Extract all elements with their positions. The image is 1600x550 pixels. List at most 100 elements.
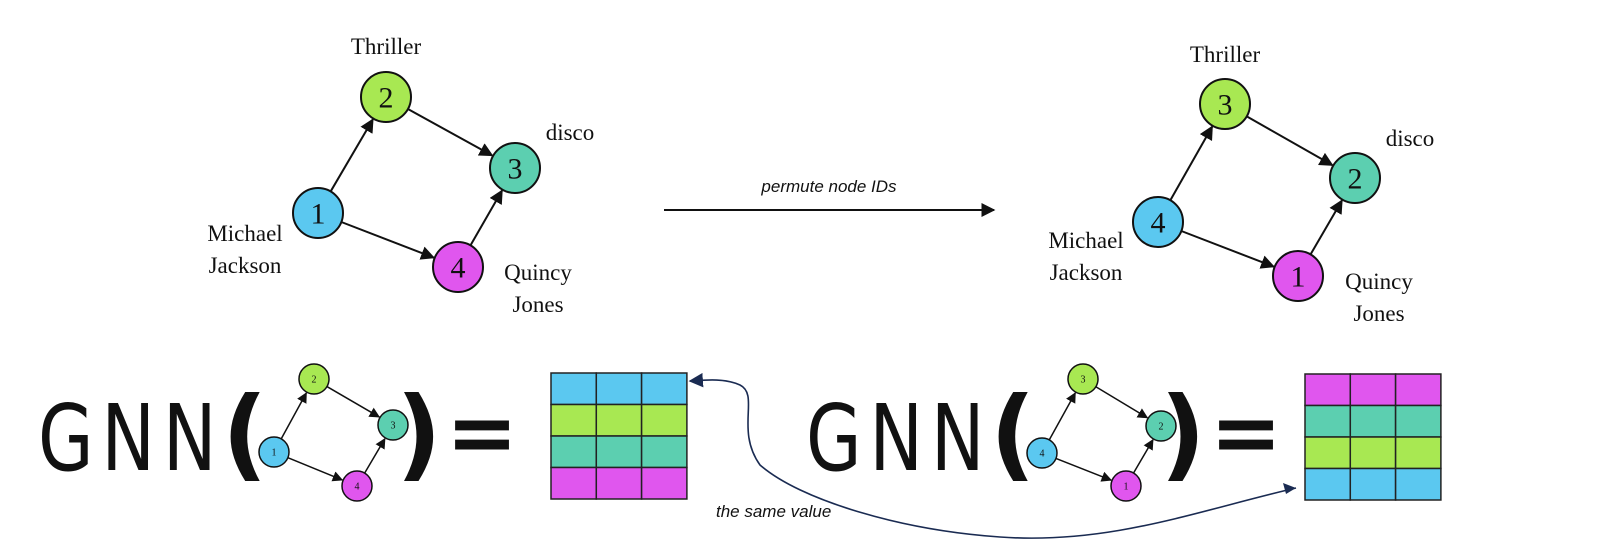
orig-edge-4-to-3 (469, 189, 503, 246)
mini-left-node-producer: 4 (341, 470, 373, 502)
permute-arrow-label: permute node IDs (760, 177, 897, 196)
mini-right-node-id: 4 (1040, 449, 1045, 460)
mini-left-edge-2-to-3 (326, 385, 381, 418)
left-matrix-cell-producer (550, 466, 598, 500)
mini-left-edge-1-to-2 (280, 392, 307, 440)
orig-node-circle (489, 142, 541, 194)
mini-right-node-circle (1145, 410, 1177, 442)
orig-edge-2-to-3 (407, 108, 494, 157)
right-matrix-cell-album (1304, 436, 1352, 470)
mini-left-node-id: 2 (312, 375, 317, 386)
perm-node-id: 3 (1218, 89, 1233, 122)
perm-edge-4-to-3 (1169, 125, 1214, 201)
right-open-paren: ( (990, 375, 1036, 492)
orig-edge-1-to-2 (329, 118, 374, 192)
mini-left-node-album: 2 (298, 363, 330, 395)
mini-right-edge-4-to-3 (1048, 392, 1076, 441)
perm-node-circle (1132, 196, 1184, 248)
mini-right-node-id: 2 (1159, 422, 1164, 433)
right-matrix-cell-genre (1349, 404, 1397, 438)
orig-node-id: 3 (508, 153, 523, 186)
left-output-matrix (550, 372, 688, 500)
left-gnn-label: GNN (38, 385, 224, 492)
right-close-paren: ) (1160, 375, 1206, 492)
permute-arrow: permute node IDs (664, 177, 996, 217)
mini-right-node-id: 1 (1124, 482, 1129, 493)
mini-right-edge-4-to-1 (1055, 457, 1113, 482)
mini-left-edge-4-to-3 (363, 437, 386, 474)
orig-node-label: Thriller (351, 34, 422, 59)
left-matrix-cell-genre (640, 435, 688, 469)
perm-node-circle (1329, 152, 1381, 204)
mini-right-node-artist: 4 (1026, 437, 1058, 469)
perm-node-id: 2 (1348, 163, 1363, 196)
mini-left-node-id: 4 (355, 482, 360, 493)
perm-edge-3-to-2 (1246, 115, 1334, 167)
orig-node-circle (360, 71, 412, 123)
perm-node-id: 4 (1151, 207, 1166, 240)
mini-right-node-id: 3 (1081, 375, 1086, 386)
mini-right-node-album: 3 (1067, 363, 1099, 395)
same-value-curve-arrow (688, 372, 1297, 539)
perm-edge-1-to-2 (1309, 199, 1343, 255)
mini-right-node-circle (1026, 437, 1058, 469)
same-value-annotation: the same value (688, 372, 1297, 539)
right-matrix-cell-artist (1304, 467, 1352, 501)
same-value-label: the same value (716, 502, 831, 521)
mini-right-edge-1-to-2 (1132, 438, 1154, 474)
mini-left-edge-1-to-4 (287, 456, 344, 482)
left-equation: GNN ( 1 2 3 4 ) = (38, 363, 688, 502)
left-matrix-cell-artist (595, 372, 643, 406)
left-equals: = (446, 383, 518, 483)
perm-node-circle (1272, 250, 1324, 302)
right-matrix-cell-genre (1394, 404, 1442, 438)
left-matrix-cell-album (640, 403, 688, 437)
left-matrix-cell-artist (550, 372, 598, 406)
orig-edge-1-to-4 (340, 221, 436, 260)
mini-left-node-id: 1 (272, 448, 277, 459)
right-matrix-cell-artist (1394, 467, 1442, 501)
right-equals: = (1210, 383, 1282, 483)
left-close-paren: ) (396, 375, 442, 492)
perm-node-id: 1 (1291, 261, 1306, 294)
mini-left-node-genre: 3 (377, 409, 409, 441)
perm-node-label: Thriller (1190, 42, 1261, 67)
orig-node-id: 1 (311, 198, 326, 231)
left-matrix-cell-artist (640, 372, 688, 406)
mini-left-node-circle (341, 470, 373, 502)
same-value-curve-arrowhead-right (1283, 483, 1296, 494)
mini-left-node-id: 3 (391, 421, 396, 432)
right-matrix-cell-producer (1394, 373, 1442, 407)
mini-right-node-circle (1110, 470, 1142, 502)
left-open-paren: ( (222, 375, 268, 492)
left-matrix-cell-genre (550, 435, 598, 469)
mini-right-edge-3-to-2 (1095, 386, 1149, 419)
right-matrix-cell-producer (1349, 373, 1397, 407)
mini-right-node-genre: 2 (1145, 410, 1177, 442)
perm-node-album: 3 Thriller (1190, 42, 1261, 130)
left-matrix-cell-producer (640, 466, 688, 500)
right-matrix-cell-genre (1304, 404, 1352, 438)
orig-node-circle (292, 187, 344, 239)
right-matrix-cell-artist (1349, 467, 1397, 501)
right-matrix-cell-producer (1304, 373, 1352, 407)
perm-node-circle (1199, 78, 1251, 130)
right-mini-graph: 4 3 2 1 (1026, 363, 1177, 502)
right-matrix-cell-album (1394, 436, 1442, 470)
left-matrix-cell-producer (595, 466, 643, 500)
